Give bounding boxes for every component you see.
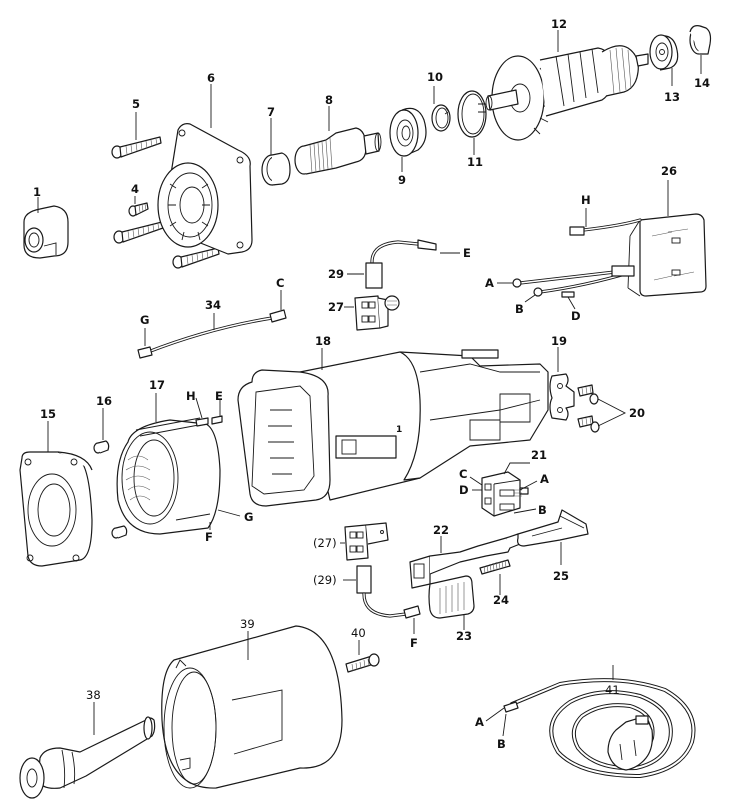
callout-7: 7 [267,105,275,119]
callout-8: 8 [325,93,333,107]
callout-1: 1 [33,185,41,199]
part-12-armature[interactable]: 12 [485,17,649,141]
callout-24: 24 [493,593,509,607]
callout-21: 21 [531,448,547,462]
callout-38: 38 [86,688,101,702]
part-19-bracket[interactable]: 19 [549,334,575,421]
part-4-screw[interactable]: 4 [128,182,149,217]
part-8-spindle[interactable]: 8 [294,93,382,175]
callout-41: 41 [605,683,620,697]
connector-E: E [215,389,223,403]
callout-9: 9 [398,173,406,187]
part-23-trigger[interactable]: 23 [428,575,475,643]
connector-D: D [571,309,581,323]
part-27-brush-holder-alt[interactable]: (27) [313,522,389,561]
connector-H: H [186,389,196,403]
callout-12: 12 [551,17,567,31]
connector-D: D [459,483,469,497]
connector-C: C [276,276,284,290]
part-11-snap-ring[interactable]: 11 [457,90,487,169]
connector-A: A [475,715,484,729]
part-27-brush-holder[interactable]: 27 [328,295,400,331]
callout-19: 19 [551,334,567,348]
callout-29-ref: (29) [313,573,337,587]
part-6-flange[interactable]: 6 [157,71,253,255]
connector-B: B [538,503,547,517]
callout-4: 4 [131,182,139,196]
callout-25: 25 [553,569,569,583]
screw [113,221,164,244]
callout-15: 15 [40,407,56,421]
callout-18: 18 [315,334,331,348]
part-7-ring[interactable]: 7 [261,105,291,186]
callout-22: 22 [433,523,449,537]
part-25-lock-bar[interactable]: 25 [517,509,589,583]
callout-40: 40 [351,626,366,640]
part-29-carbon-brush-alt[interactable]: (29) F [313,565,421,650]
connector-H: H [581,193,591,207]
callout-29: 29 [328,267,344,281]
part-18-motor-housing[interactable]: 1 18 [237,334,549,507]
part-20-screws[interactable]: 20 [577,384,645,433]
part-15-front-flange[interactable]: 15 [19,407,93,567]
part-22-switch-lever[interactable]: 22 [409,523,521,589]
part-29-carbon-brush[interactable]: E 29 [328,239,471,289]
callout-11: 11 [467,155,483,169]
callout-6: 6 [207,71,215,85]
callout-39: 39 [240,617,255,631]
part-26-electronic-module[interactable]: 26 H A B D [485,164,707,323]
part-38-side-handle[interactable]: 38 [19,688,156,799]
screw [111,136,162,159]
part-40-screw[interactable]: 40 [345,626,380,673]
screw [172,247,220,269]
connector-A: A [540,472,549,486]
housing-mark: 1 [396,425,402,435]
callout-13: 13 [664,90,680,104]
connector-A: A [485,276,494,290]
callout-27: 27 [328,300,344,314]
connector-B: B [497,737,506,751]
callout-23: 23 [456,629,472,643]
callout-26: 26 [661,164,677,178]
part-10-circlip[interactable]: 10 [427,70,451,132]
callout-17: 17 [149,378,165,392]
connector-G: G [244,510,253,524]
part-21-switch[interactable]: 21 C D A B [459,448,549,517]
connector-C: C [459,467,467,481]
callout-20: 20 [629,406,645,420]
callout-16: 16 [96,394,112,408]
connector-F: F [410,636,418,650]
connector-B: B [515,302,524,316]
part-34-wire[interactable]: 34 G C [137,276,287,359]
part-39-cover[interactable]: 39 [161,617,343,789]
callout-34: 34 [205,298,221,312]
part-17-stator[interactable]: 17 H E G F [116,378,253,544]
part-14-sleeve[interactable]: 14 [689,25,712,90]
part-16-pins[interactable]: 16 [93,394,128,539]
callout-27-ref: (27) [313,536,337,550]
part-9-bearing[interactable]: 9 [389,107,427,187]
connector-E: E [463,246,471,260]
callout-14: 14 [694,76,710,90]
connector-F: F [205,530,213,544]
callout-5: 5 [132,97,140,111]
part-24-spring[interactable]: 24 [479,559,511,607]
part-13-bearing[interactable]: 13 [649,34,680,104]
connector-G: G [140,313,149,327]
part-1-nut[interactable]: 1 [23,185,69,259]
part-41-power-cord[interactable]: A B 41 [475,665,696,779]
callout-10: 10 [427,70,443,84]
